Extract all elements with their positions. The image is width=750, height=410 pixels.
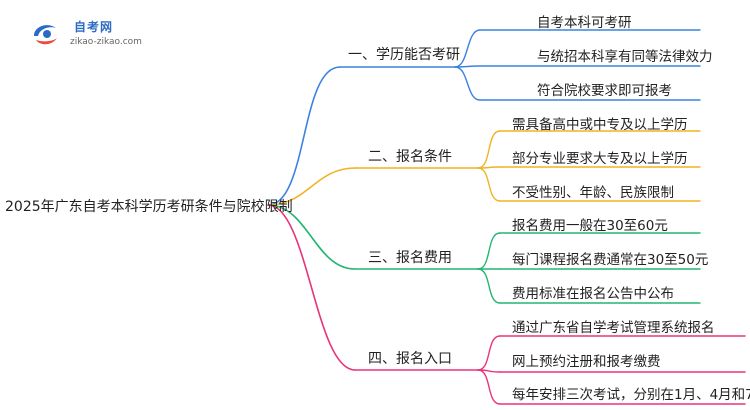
branch-label: 二、报名条件 bbox=[368, 149, 452, 165]
root-connector bbox=[267, 204, 356, 270]
leaf-item: 部分专业要求大专及以上学历 bbox=[512, 151, 688, 167]
leaf-connector bbox=[454, 29, 481, 68]
leaf-connector bbox=[477, 167, 501, 202]
leaf-item: 每门课程报名费通常在30至50元 bbox=[512, 252, 709, 268]
root-connector bbox=[267, 167, 356, 206]
leaf-item: 费用标准在报名公告中公布 bbox=[512, 286, 674, 302]
leaf-item: 不受性别、年龄、民族限制 bbox=[512, 185, 674, 201]
leaf-item: 网上预约注册和报考缴费 bbox=[512, 354, 661, 370]
leaf-item: 与统招本科享有同等法律效力 bbox=[537, 49, 713, 65]
leaf-connector bbox=[477, 268, 501, 304]
logo-title: 自考网 bbox=[74, 20, 114, 34]
logo-url: zikao-zikao.com bbox=[70, 37, 142, 47]
leaf-item: 需具备高中或中专及以上学历 bbox=[512, 117, 688, 133]
leaf-connector bbox=[477, 369, 501, 405]
leaf-item: 符合院校要求即可报考 bbox=[537, 83, 672, 99]
root-topic: 2025年广东自考本科学历考研条件与院校限制 bbox=[5, 199, 293, 215]
leaf-item: 报名费用一般在30至60元 bbox=[512, 218, 668, 234]
branch-label: 一、学历能否考研 bbox=[348, 47, 460, 63]
root-connector bbox=[267, 66, 341, 206]
leaf-item: 自考本科可考研 bbox=[537, 15, 632, 31]
site-logo[interactable]: 自考网 zikao-zikao.com bbox=[30, 18, 150, 54]
leaf-connector bbox=[477, 232, 501, 270]
leaf-connector bbox=[454, 66, 481, 101]
leaf-connector bbox=[477, 130, 501, 169]
branch-label: 四、报名入口 bbox=[368, 351, 452, 367]
graduation-cap-icon bbox=[34, 25, 57, 45]
leaf-item: 每年安排三次考试，分别在1月、4月和7月 bbox=[512, 387, 750, 403]
leaf-connector bbox=[477, 335, 501, 371]
branch-label: 三、报名费用 bbox=[368, 250, 452, 266]
leaf-item: 通过广东省自学考试管理系统报名 bbox=[512, 320, 715, 336]
root-connector bbox=[267, 204, 356, 371]
